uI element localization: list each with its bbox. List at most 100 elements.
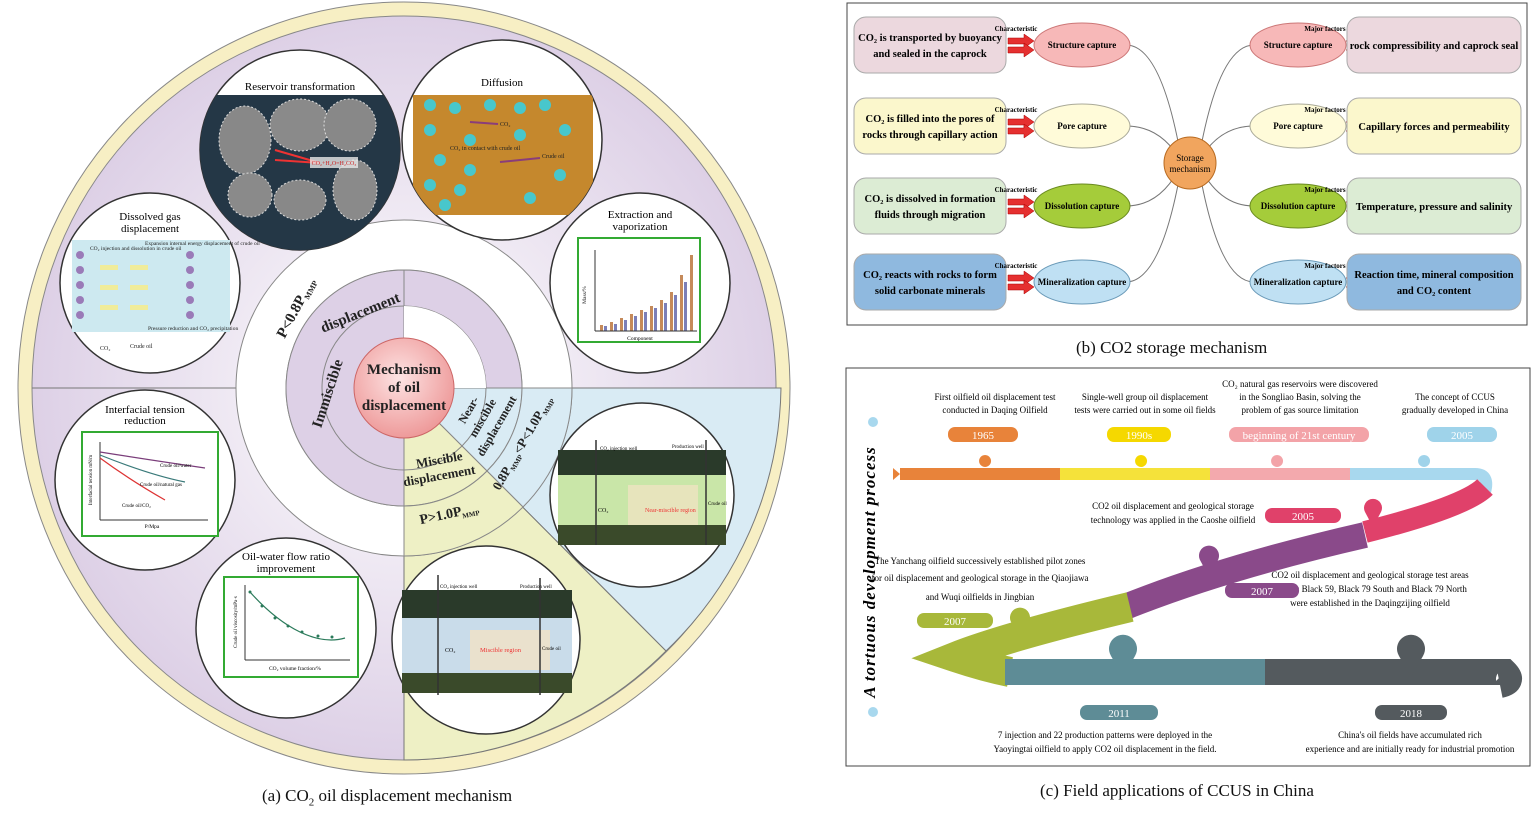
red-arrow-icon [1007,33,1035,49]
capture-label-left: Mineralization capture [1038,277,1127,287]
svg-text:1990s: 1990s [1126,430,1152,442]
svg-text:CO₂ volume fraction/%: CO₂ volume fraction/% [269,665,321,672]
svg-text:beginning of 21st century: beginning of 21st century [1243,430,1356,442]
factor-label: Major factors [1304,25,1346,33]
miscible-bubble: CO₂ injection well Production well Misci… [391,545,581,735]
svg-text:2005: 2005 [1292,511,1315,523]
svg-text:CO₂ injection well: CO₂ injection well [440,585,478,590]
capture-label-right: Pore capture [1273,121,1322,131]
event-2005-ccus: The concept of CCUS gradually developed … [1402,392,1508,467]
center-label-1: Mechanism [367,362,442,378]
svg-text:Production well: Production well [672,445,704,450]
storage-row: CO₂ reacts with rocks to form solid carbo… [853,253,1522,311]
capture-label-left: Pore capture [1057,121,1106,131]
svg-text:2011: 2011 [1108,708,1130,720]
characteristic-text: and sealed in the caprock [873,49,987,60]
factor-text: and CO₂ content [1397,286,1472,297]
characteristic-text: fluids through migration [875,210,986,221]
svg-text:were established in the Daqing: were established in the Daqingzijing oil… [1290,598,1450,608]
capture-ellipse-left [1033,259,1131,305]
svg-text:Miscible region: Miscible region [480,647,522,654]
svg-text:First oilfield oil displacemen: First oilfield oil displacement test [935,392,1056,402]
factor-label: Major factors [1304,106,1346,114]
storage-center-1: Storage [1176,153,1204,163]
characteristic-label: Characteristic [995,106,1038,114]
svg-text:CO₂: CO₂ [500,122,510,128]
capture-ellipse-right [1249,22,1347,68]
svg-text:in the Songliao Basin, solving: in the Songliao Basin, solving the [1239,392,1361,402]
svg-text:displacement: displacement [121,223,179,235]
center-label-2: of oil [388,380,420,396]
red-arrow-icon [1007,279,1035,295]
storage-center-2: mechanism [1170,164,1211,174]
event-2018: 2018 China's oil fields have accumulated… [1306,634,1515,754]
factor-label: Major factors [1304,262,1346,270]
characteristic-label: Characteristic [995,262,1038,270]
characteristic-label: Characteristic [995,25,1038,33]
svg-text:2007: 2007 [944,616,967,628]
interfacial-tension-bubble: Interfacial tension reduction Crude oil/… [54,389,236,571]
capture-ellipse-left [1033,103,1131,149]
svg-text:Production well: Production well [520,585,552,590]
svg-text:Crude oil/CO₂: Crude oil/CO₂ [122,504,151,509]
svg-text:for oil displacement and geolo: for oil displacement and geological stor… [872,573,1089,583]
characteristic-text: solid carbonate minerals [875,286,985,297]
factor-text: Temperature, pressure and salinity [1356,202,1513,213]
event-21st-century: CO₂ natural gas reservoirs were discover… [1222,379,1378,467]
svg-text:Interfacial tension: Interfacial tension [105,404,185,416]
panel-c-timeline: A tortuous development process First oil… [845,367,1531,767]
event-2011: 2011 7 injection and 22 production patte… [993,634,1217,754]
reservoir-transformation-bubble: Reservoir transformation CO₂+H₂O=H₂CO₃ [199,49,401,251]
mid-pressure-label: 0.8PMMP<P<1.0PMMP [489,392,557,493]
svg-text:7 injection and 22 production: 7 injection and 22 production patterns w… [998,730,1212,740]
svg-text:improvement: improvement [257,563,316,575]
characteristic-box [853,16,1007,74]
svg-text:technology was applied in the: technology was applied in the Caoshe oil… [1091,515,1256,525]
factor-text: Reaction time, mineral composition [1354,270,1513,281]
svg-text:Dissolved gas: Dissolved gas [119,211,180,223]
svg-text:Diffusion: Diffusion [481,77,523,89]
svg-text:Crude oil: Crude oil [708,502,727,507]
svg-text:CO2 oil displacement and geolo: CO2 oil displacement and geological stor… [1092,501,1254,511]
svg-text:Yaoyingtai oilfield to apply C: Yaoyingtai oilfield to apply CO2 oil dis… [993,744,1216,754]
caption-c: (c) Field applications of CCUS in China [1040,781,1314,800]
characteristic-box [853,177,1007,235]
svg-text:2007: 2007 [1251,586,1274,598]
near-miscible-bubble: CO₂ injection well Production well Near-… [549,402,735,588]
svg-text:1965: 1965 [972,430,995,442]
diffusion-bubble: Diffusion CO₂ CO₂ in contact with crude … [401,39,603,241]
svg-text:2005: 2005 [1451,430,1474,442]
oil-water-flow-bubble: Oil-water flow ratio improvement CO₂ vol… [195,537,377,719]
caption-a: (a) CO2 oil displacement mechanism [262,786,513,809]
svg-text:The concept of CCUS: The concept of CCUS [1415,392,1495,402]
svg-text:2018: 2018 [1400,708,1423,720]
characteristic-label: Characteristic [995,186,1038,194]
capture-ellipse-right [1249,259,1347,305]
svg-text:Mass/%: Mass/% [582,286,588,304]
svg-text:Crude oil/water: Crude oil/water [160,464,192,469]
characteristic-text: CO₂ reacts with rocks to form [863,270,997,281]
factor-box [1346,177,1522,235]
svg-text:CO₂: CO₂ [100,346,110,352]
svg-text:CO₂+H₂O=H₂CO₃: CO₂+H₂O=H₂CO₃ [312,161,357,167]
svg-text:Reservoir transformation: Reservoir transformation [245,81,356,93]
svg-text:Near-miscible region: Near-miscible region [645,508,696,514]
svg-text:Component: Component [627,336,653,342]
timeline-vertical-title: A tortuous development process [860,446,879,698]
svg-text:P/Mpa: P/Mpa [145,524,160,530]
svg-text:Expansion internal energy disp: Expansion internal energy displacement o… [145,240,260,247]
characteristic-text: CO₂ is dissolved in formation [865,194,996,205]
characteristic-text: CO₂ is filled into the pores of [866,114,995,125]
svg-text:problem of gas source limitati: problem of gas source limitation [1242,405,1359,415]
event-1990s: Single-well group oil displacement tests… [1074,392,1216,467]
svg-text:Crude oil: Crude oil [542,647,561,652]
svg-text:conducted in Daqing Oilfield: conducted in Daqing Oilfield [942,405,1048,415]
svg-text:Single-well group oil displace: Single-well group oil displacement [1082,392,1209,402]
capture-label-left: Dissolution capture [1045,201,1120,211]
svg-text:CO₂: CO₂ [445,648,455,654]
svg-text:CO2 oil displacement and geolo: CO2 oil displacement and geological stor… [1271,570,1469,580]
panel-a-diagram: Mechanism of oil displacement Immiscible… [17,1,791,775]
